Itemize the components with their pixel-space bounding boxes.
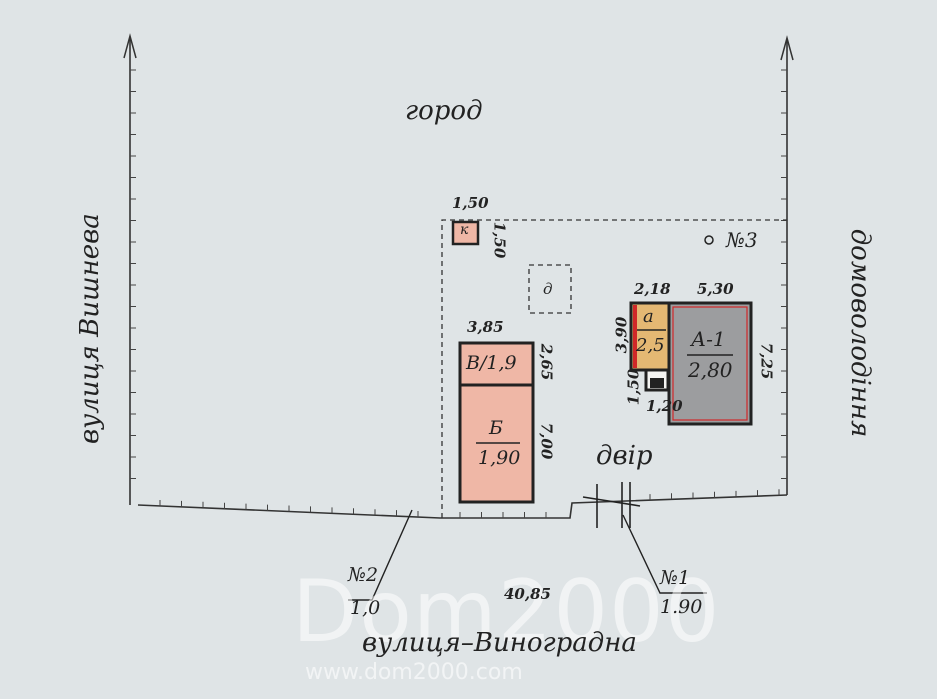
- building-k: [451, 220, 480, 246]
- porch-fill: [650, 378, 664, 388]
- building-a1-dim-side: 7,25: [757, 342, 776, 380]
- building-d: [528, 264, 572, 314]
- right-arrow-icon: [780, 35, 794, 61]
- building-k-name: к: [460, 222, 469, 238]
- yard-boundary-dashed: [441, 219, 787, 518]
- point-1-value: 1.90: [660, 596, 703, 618]
- building-a1-red-outline: [672, 306, 748, 421]
- building-a-dim-side: 3,90: [612, 316, 631, 354]
- building-a1-height: 2,80: [688, 358, 733, 382]
- yard-label: двір: [596, 441, 653, 471]
- building-b-height: 1,90: [478, 447, 521, 469]
- leader-line-1: [622, 514, 707, 594]
- total-width-label: 40,85: [504, 585, 551, 603]
- building-v-dim-side: 2,65: [537, 343, 556, 381]
- building-v-name: В/1,9: [466, 352, 517, 374]
- building-a-height: 2,5: [636, 335, 665, 356]
- bottom-ticks: [159, 489, 780, 518]
- building-a1-name: А-1: [691, 327, 726, 351]
- watermark-url: www.dom2000.com: [305, 660, 523, 685]
- garden-label: город: [405, 96, 483, 126]
- building-k-dim-top: 1,50: [452, 194, 489, 212]
- right-ticks: [781, 69, 787, 479]
- building-a-dim-top: 2,18: [634, 280, 671, 298]
- bottom-boundary-line: [137, 494, 788, 519]
- building-b-dim-side: 7,00: [537, 422, 556, 460]
- building-b-name: Б: [489, 417, 503, 439]
- building-k-dim-side: 1,50: [490, 221, 509, 259]
- point-1-number: №1: [660, 567, 691, 589]
- street-left-label: вулиця Вишнева: [75, 213, 105, 444]
- leader-line-2: [348, 509, 413, 601]
- building-a1-dim-top: 5,30: [697, 280, 734, 298]
- point-2-number: №2: [348, 564, 379, 586]
- building-d-name: д: [543, 280, 553, 298]
- point-3-label: №3: [726, 228, 758, 252]
- watermark-logo: Dom2000: [292, 562, 721, 662]
- street-bottom-label: вулиця–Виноградна: [362, 628, 637, 658]
- building-a-red-edge: [633, 305, 637, 368]
- porch-dim-side: 1,50: [624, 368, 643, 406]
- left-ticks: [130, 69, 136, 479]
- neighbor-right-label: домоволодіння: [845, 228, 875, 438]
- point-3-marker: [704, 235, 714, 245]
- building-a-name: а: [643, 306, 654, 327]
- building-a1: [667, 301, 753, 426]
- porch-dim-bottom: 1,20: [646, 397, 683, 415]
- point-2-value: 1,0: [350, 597, 381, 619]
- gate-marks: [582, 482, 641, 528]
- left-arrow-icon: [123, 33, 137, 59]
- building-v-dim-top: 3,85: [467, 318, 504, 336]
